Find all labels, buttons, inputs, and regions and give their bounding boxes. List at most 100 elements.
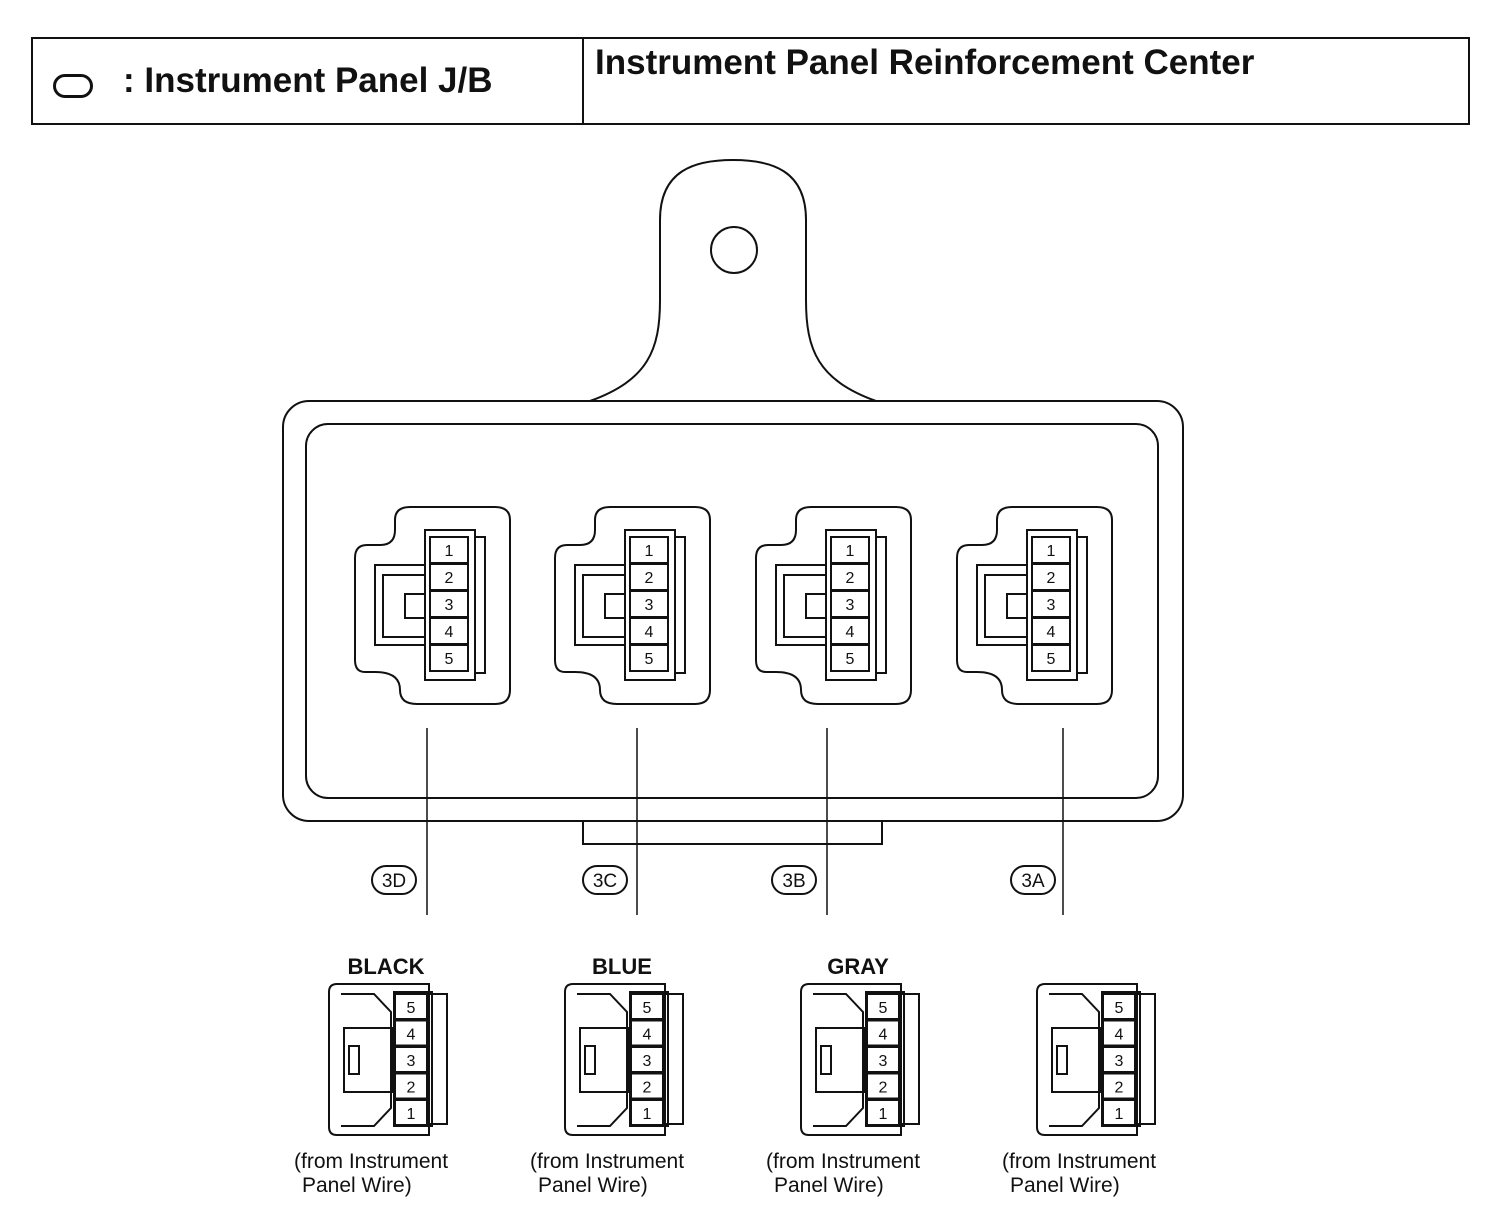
plug-pin-cell xyxy=(1102,1072,1136,1100)
plug-pin-label: 1 xyxy=(879,1106,888,1123)
plug-pin-cell xyxy=(394,993,428,1020)
plug-pin-cell xyxy=(866,1019,900,1047)
plug-latch xyxy=(343,1027,393,1093)
plug-latch xyxy=(579,1027,629,1093)
jb-housing-outer xyxy=(282,400,1184,822)
socket-pin-label: 5 xyxy=(645,651,654,668)
socket-pin-label: 3 xyxy=(445,597,454,614)
socket-key xyxy=(404,593,426,619)
socket-latch-outer xyxy=(976,564,1027,646)
plug-pin-cell xyxy=(394,1099,428,1126)
socket-shell xyxy=(354,506,511,705)
plug-key xyxy=(1056,1045,1068,1075)
plug-pin-cell xyxy=(630,1046,664,1073)
plug-pin-cell xyxy=(1102,1019,1136,1047)
socket-pin-label: 3 xyxy=(1047,597,1056,614)
callout-3d: 3D xyxy=(371,865,417,895)
plug-source-line1: (from Instrument xyxy=(530,1150,684,1173)
socket-pin-label: 1 xyxy=(445,543,454,560)
socket-key xyxy=(805,593,827,619)
plug-pin-label: 1 xyxy=(643,1106,652,1123)
rounded-oval-icon xyxy=(53,74,93,98)
plug-side-rail xyxy=(665,993,684,1125)
callout-3b: 3B xyxy=(771,865,817,895)
plug-pin-label: 2 xyxy=(643,1080,652,1097)
plug-pin-label: 5 xyxy=(1115,1000,1124,1017)
plug-color-label: BLACK xyxy=(348,954,425,979)
socket-pin-label: 2 xyxy=(846,570,855,587)
plug-shell xyxy=(800,983,902,1136)
plug-pin-cell xyxy=(630,1072,664,1100)
plug-side-rail xyxy=(429,993,448,1125)
socket-pin-label: 3 xyxy=(645,597,654,614)
plug-pin-label: 4 xyxy=(879,1027,888,1044)
plug-latch xyxy=(815,1027,865,1093)
socket-pin-cell xyxy=(629,644,669,672)
socket-latch-outer xyxy=(775,564,826,646)
plug-shell xyxy=(328,983,430,1136)
header-table: : Instrument Panel J/B Instrument Panel … xyxy=(31,37,1470,125)
callout-label: 3C xyxy=(593,871,617,892)
plug-pin-cell xyxy=(630,1019,664,1047)
plug-side-rail xyxy=(1137,993,1156,1125)
plug-pin-label: 5 xyxy=(407,1000,416,1017)
socket-pin-cell xyxy=(1031,644,1071,672)
plug-pin-label: 1 xyxy=(1115,1106,1124,1123)
plug-pin-label: 2 xyxy=(1115,1080,1124,1097)
callout-badge xyxy=(371,865,417,895)
plug-pin-label: 2 xyxy=(879,1080,888,1097)
plug-pin-cell xyxy=(1102,1099,1136,1126)
socket-pin-label: 2 xyxy=(645,570,654,587)
socket-pin-label: 1 xyxy=(1047,543,1056,560)
plug-pin-cell xyxy=(866,1046,900,1073)
plug-source-line1: (from Instrument xyxy=(294,1150,448,1173)
plug-color-label: GRAY xyxy=(827,954,889,979)
plug-pin-cell xyxy=(866,993,900,1020)
socket-pin-label: 1 xyxy=(645,543,654,560)
plug-pin-label: 4 xyxy=(407,1027,416,1044)
socket-pin-label: 2 xyxy=(445,570,454,587)
socket-pin-label: 5 xyxy=(1047,651,1056,668)
plug-key xyxy=(348,1045,360,1075)
plug-pin-cell xyxy=(1102,1046,1136,1073)
plug-key xyxy=(584,1045,596,1075)
callout-badge xyxy=(1010,865,1056,895)
plug-source-line2: Panel Wire) xyxy=(774,1174,884,1197)
callout-label: 3B xyxy=(782,871,805,892)
plug-source-line2: Panel Wire) xyxy=(538,1174,648,1197)
socket-side-rail xyxy=(1076,536,1088,674)
mounting-hole xyxy=(710,226,758,274)
socket-side-rail xyxy=(474,536,486,674)
plug-pin-label: 5 xyxy=(643,1000,652,1017)
plug-key xyxy=(820,1045,832,1075)
plug-latch xyxy=(1051,1027,1101,1093)
plug-pin-cell xyxy=(394,1072,428,1100)
socket-shell xyxy=(755,506,912,705)
plug-pin-label: 4 xyxy=(643,1027,652,1044)
plug-pin-cell xyxy=(394,1019,428,1047)
plug-side-rail xyxy=(901,993,920,1125)
socket-latch-inner xyxy=(582,574,625,638)
socket-pin-cell xyxy=(830,644,870,672)
socket-shell xyxy=(554,506,711,705)
callout-3a: 3A xyxy=(1010,865,1056,895)
plug-pin-cell xyxy=(394,1046,428,1073)
plug-shell xyxy=(564,983,666,1136)
plug-pin-cell xyxy=(866,1099,900,1126)
mounting-tab xyxy=(589,158,877,402)
socket-latch-outer xyxy=(374,564,425,646)
socket-key xyxy=(1006,593,1028,619)
plug-pin-label: 3 xyxy=(1115,1053,1124,1070)
socket-pin-label: 4 xyxy=(846,624,855,641)
plug-pin-cell xyxy=(630,993,664,1020)
socket-latch-inner xyxy=(783,574,826,638)
plug-pin-label: 1 xyxy=(407,1106,416,1123)
jb-label: : Instrument Panel J/B xyxy=(123,61,493,100)
socket-key xyxy=(604,593,626,619)
